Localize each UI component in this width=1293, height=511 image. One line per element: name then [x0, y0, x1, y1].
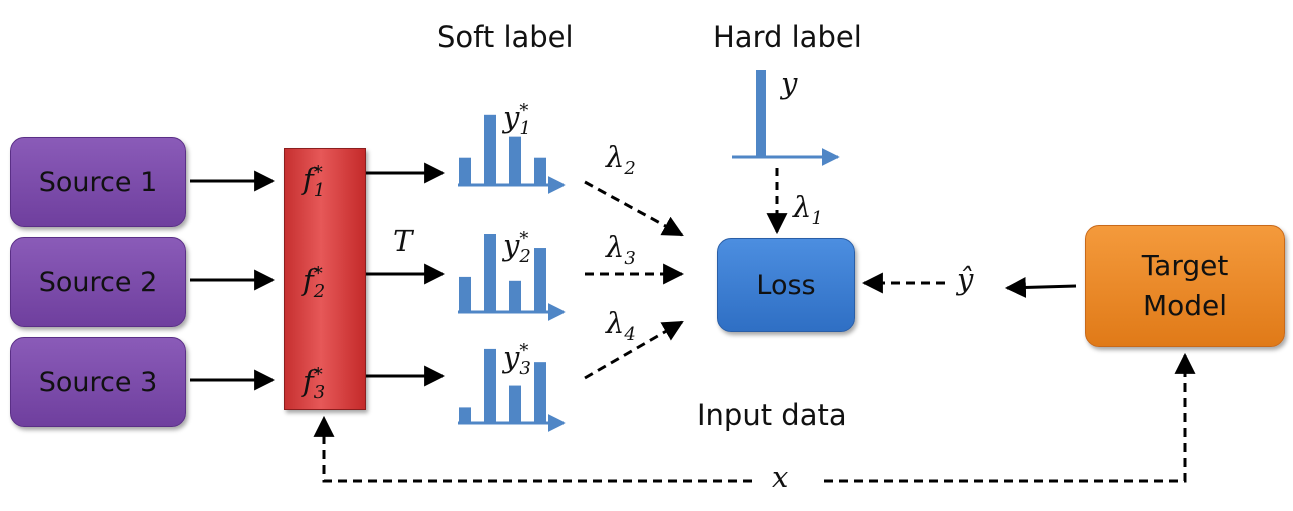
target-model-box: Target Model [1085, 225, 1285, 347]
weight-lambda3: λ3 [606, 230, 636, 269]
hard-label-plot [732, 70, 840, 166]
soft-label-bar [509, 280, 521, 312]
extractor-f1-sym: f [303, 162, 314, 196]
source-1-label: Source 1 [38, 166, 158, 198]
extractor-f2-sup: * [313, 263, 323, 285]
extractor-f3-sup: * [313, 364, 323, 386]
soft-label-y3: y*3 [503, 340, 531, 379]
weight-lambda1-sub: 1 [811, 207, 823, 229]
soft-label-plot-2 [458, 234, 566, 321]
loss-label: Loss [756, 269, 816, 301]
arrow-soft1-to-loss [584, 180, 684, 237]
soft-label-plot-3 [458, 348, 566, 432]
soft-label-bar [459, 407, 471, 423]
soft-label-y1: y*1 [503, 100, 531, 139]
hard-label-y: y [781, 66, 798, 100]
soft-label-bar [509, 136, 521, 185]
soft-label-y2-sub: 2 [519, 245, 531, 267]
soft-label-bar [509, 385, 521, 423]
input-feed-right [824, 352, 1196, 483]
weight-lambda2-sub: 2 [624, 157, 636, 179]
soft-label-y1-sym: y [503, 100, 520, 134]
soft-label-bar [484, 234, 496, 312]
source-3-label: Source 3 [38, 366, 158, 398]
weight-lambda4-sym: λ [606, 306, 625, 340]
arrow-soft3-to-loss [584, 320, 684, 380]
weight-lambda1-sym: λ [793, 190, 812, 224]
extractor-f1-sub: 1 [313, 179, 326, 201]
weight-lambda2: λ2 [606, 140, 636, 179]
soft-label-y2-sym: y [503, 228, 520, 262]
source-2-box: Source 2 [10, 237, 186, 327]
hard-label-heading: Hard label [713, 20, 862, 54]
soft-label-bar [459, 276, 471, 312]
loss-box: Loss [717, 238, 855, 332]
soft-label-y1-sup: * [519, 100, 529, 122]
weight-lambda3-sym: λ [606, 230, 625, 264]
extractor-column [284, 148, 366, 410]
input-data-label: Input data [697, 398, 847, 432]
arrow-target-to-yhat [1004, 276, 1077, 298]
source-3-box: Source 3 [10, 337, 186, 427]
prediction-yhat: ŷ [957, 262, 974, 296]
weight-lambda4-sub: 4 [624, 323, 636, 345]
soft-label-y3-sym: y [503, 340, 520, 374]
soft-label-bar [484, 348, 496, 423]
extractor-f2-sub: 2 [313, 280, 326, 302]
soft-label-heading: Soft label [437, 20, 574, 54]
soft-label-bar [484, 114, 496, 185]
target-model-label: Target Model [1141, 249, 1229, 322]
soft-label-y3-sub: 3 [519, 357, 531, 379]
temperature-label: T [393, 224, 413, 258]
soft-label-y3-sup: * [519, 340, 529, 362]
soft-label-bar [459, 157, 471, 185]
soft-label-y2-sup: * [519, 228, 529, 250]
soft-label-y1-sub: 1 [519, 117, 531, 139]
source-2-label: Source 2 [38, 266, 158, 298]
extractor-f3-label: f*3 [303, 364, 325, 403]
extractor-f1-label: f*1 [303, 162, 325, 201]
soft-label-plot-1 [458, 114, 566, 194]
weight-lambda4: λ4 [606, 306, 636, 345]
extractor-f1-sup: * [313, 162, 323, 184]
weight-lambda1: λ1 [793, 190, 823, 229]
soft-label-bar [534, 248, 546, 312]
weight-lambda2-sym: λ [606, 140, 625, 174]
soft-label-y2: y*2 [503, 228, 531, 267]
extractor-f2-sym: f [303, 263, 314, 297]
extractor-f3-sub: 3 [313, 381, 326, 403]
extractor-f3-sym: f [303, 364, 314, 398]
input-symbol-x: x [772, 460, 789, 494]
soft-label-bar [534, 157, 546, 185]
weight-lambda3-sub: 3 [624, 247, 636, 269]
extractor-f2-label: f*2 [303, 263, 325, 302]
source-1-box: Source 1 [10, 137, 186, 227]
soft-label-bar [534, 362, 546, 423]
input-feed-left [313, 415, 752, 483]
